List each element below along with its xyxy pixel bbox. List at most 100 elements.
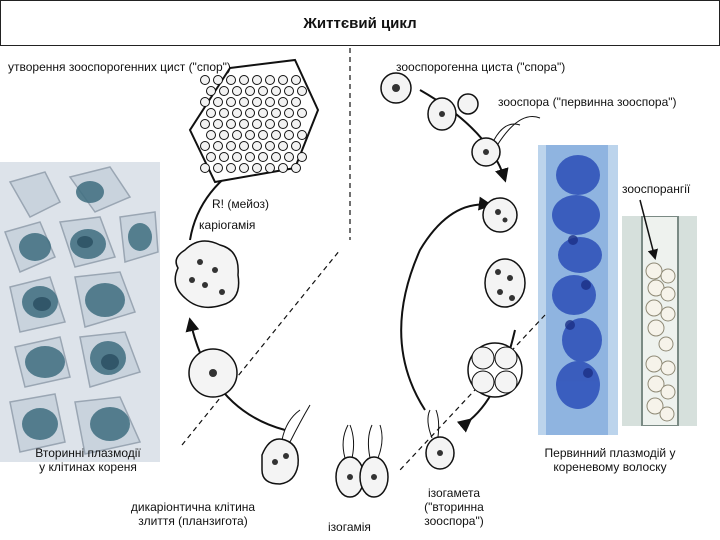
label-spore-formation: утворення зооспорогенних цист ("спор") xyxy=(8,60,231,74)
resting-spore xyxy=(206,130,216,140)
resting-spore xyxy=(252,119,262,129)
developing-sporangium xyxy=(484,258,526,308)
label-zoosporangia: зооспорангії xyxy=(622,182,691,196)
resting-spore xyxy=(245,108,255,118)
resting-spore xyxy=(297,108,307,118)
cycle-arc-inner xyxy=(400,196,493,411)
resting-spore xyxy=(219,86,229,96)
resting-spore xyxy=(219,108,229,118)
resting-spore xyxy=(252,97,262,107)
resting-spore xyxy=(245,152,255,162)
page-title: Життєвий цикл xyxy=(303,14,417,32)
primary-plasmodium-photo xyxy=(538,145,618,435)
resting-spore xyxy=(278,119,288,129)
label-primary-zoospore: зооспора ("первинна зооспора") xyxy=(498,95,677,109)
resting-spore xyxy=(239,97,249,107)
resting-spore xyxy=(213,141,223,151)
resting-spore xyxy=(200,119,210,129)
resting-spore xyxy=(239,163,249,173)
resting-spore xyxy=(265,119,275,129)
resting-spore xyxy=(213,97,223,107)
label-primary-plasmodium-line1: Первинний плазмодій у xyxy=(544,446,676,460)
resting-spore xyxy=(213,163,223,173)
resting-spore xyxy=(206,86,216,96)
resting-spore xyxy=(297,152,307,162)
resting-spore xyxy=(206,108,216,118)
resting-spore xyxy=(226,75,236,85)
label-primary-plasmodium: Первинний плазмодій у кореневому волоску xyxy=(530,446,690,474)
isogamete xyxy=(425,409,455,470)
secondary-plasmodia-photo xyxy=(0,162,160,462)
emerging-zoospore xyxy=(427,93,479,131)
label-isogamete-line2: ("вторинна xyxy=(424,500,484,514)
resting-spore-cell xyxy=(188,58,320,184)
resting-spore xyxy=(258,152,268,162)
resting-spore xyxy=(271,152,281,162)
resting-spore xyxy=(200,163,210,173)
resting-spore xyxy=(271,86,281,96)
resting-spore xyxy=(291,119,301,129)
resting-spore xyxy=(232,108,242,118)
young-sporangium xyxy=(482,197,518,233)
primary-zoospore xyxy=(471,116,541,167)
resting-spore xyxy=(219,130,229,140)
zoosporogenous-cyst xyxy=(380,72,412,104)
resting-spore xyxy=(265,75,275,85)
resting-spore xyxy=(291,163,301,173)
resting-spore xyxy=(252,75,262,85)
resting-spore xyxy=(291,75,301,85)
resting-spore xyxy=(278,141,288,151)
resting-spore xyxy=(291,141,301,151)
resting-spore xyxy=(258,130,268,140)
zoosporangia-photo xyxy=(622,216,697,426)
resting-spore xyxy=(213,75,223,85)
resting-spore xyxy=(278,163,288,173)
resting-spore xyxy=(284,108,294,118)
mature-zoosporangium xyxy=(467,342,523,398)
label-secondary-plasmodia-line1: Вторинні плазмодії xyxy=(35,446,141,460)
resting-spore xyxy=(265,97,275,107)
title-bar: Життєвий цикл xyxy=(0,0,720,46)
resting-spore xyxy=(271,108,281,118)
resting-spore xyxy=(219,152,229,162)
planozygote xyxy=(261,404,311,485)
resting-spore xyxy=(239,75,249,85)
resting-spore xyxy=(200,97,210,107)
resting-spore xyxy=(245,130,255,140)
divider-diagonal-left xyxy=(181,249,341,446)
label-secondary-plasmodia-line2: у клітинах кореня xyxy=(39,460,137,474)
resting-spore xyxy=(226,163,236,173)
resting-spore xyxy=(278,97,288,107)
resting-spore xyxy=(278,75,288,85)
resting-spore xyxy=(271,130,281,140)
label-secondary-plasmodia: Вторинні плазмодії у клітинах кореня xyxy=(18,446,158,474)
label-meiosis: R! (мейоз) xyxy=(212,197,269,211)
label-dikaryotic-line2: злиття (планзигота) xyxy=(138,514,248,528)
resting-spore xyxy=(239,141,249,151)
resting-spore xyxy=(206,152,216,162)
label-isogamete-line1: ізогамета xyxy=(427,486,481,500)
zoosporangia-pointer xyxy=(639,199,658,261)
resting-spore xyxy=(258,108,268,118)
label-isogamete-line3: зооспора") xyxy=(424,514,484,528)
label-dikaryotic-line1: дикаріонтична клітина xyxy=(130,500,256,514)
cycle-arc-upper-right xyxy=(419,89,509,183)
resting-spore xyxy=(200,75,210,85)
resting-spore xyxy=(265,163,275,173)
resting-spore xyxy=(297,130,307,140)
resting-spore xyxy=(232,130,242,140)
young-plasmodium xyxy=(188,348,238,398)
label-zoosporogenous-cyst: зооспорогенна циста ("спора") xyxy=(396,60,566,74)
resting-spore xyxy=(232,86,242,96)
resting-spore xyxy=(232,152,242,162)
resting-spore xyxy=(258,86,268,96)
resting-spore xyxy=(284,130,294,140)
resting-spore xyxy=(297,86,307,96)
resting-spore xyxy=(213,119,223,129)
label-karyogamy: каріогамія xyxy=(199,218,256,232)
resting-spore xyxy=(284,152,294,162)
isogamy-pair xyxy=(335,424,389,498)
resting-spore xyxy=(239,119,249,129)
label-dikaryotic-cell: дикаріонтична клітина злиття (планзигота… xyxy=(118,500,268,528)
